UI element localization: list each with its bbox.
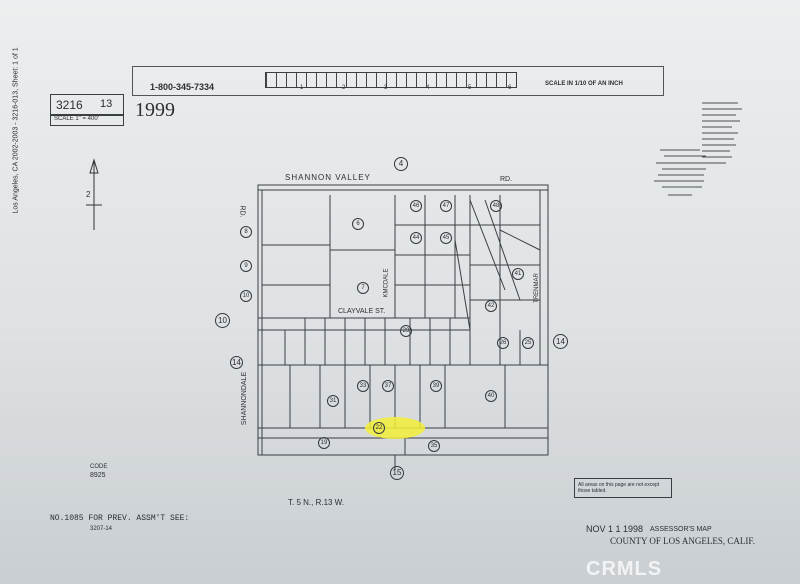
areas-note: All areas on this page are not except th… (578, 482, 660, 494)
scale-ruler (265, 72, 517, 88)
parcel-20: 19 (318, 437, 330, 449)
ruler-tick-6: 6 (508, 85, 512, 91)
scale-note: SCALE 1" = 400' (54, 116, 99, 122)
parcel-26: 26 (497, 337, 509, 349)
parcel-25: 25 (522, 337, 534, 349)
prev-assmt-text: NO.1085 FOR PREV. ASSM'T SEE: (50, 514, 190, 523)
county-title: COUNTY OF LOS ANGELES, CALIF. (610, 536, 755, 546)
street-rd-right: RD. (500, 176, 513, 183)
handwritten-notes-right (654, 102, 742, 196)
assessor-title: ASSESSOR'S MAP (650, 526, 712, 533)
parcel-46: 46 (410, 200, 422, 212)
block-number-left-mid: 10 (215, 313, 230, 328)
map-book-number: 3216 (56, 98, 83, 112)
street-trenmar: TRENMAR (533, 273, 540, 303)
header-ruler-box (132, 66, 664, 96)
block-number-top: 4 (394, 157, 408, 171)
watermark: CRMLS (586, 558, 663, 580)
map-book-divider (50, 114, 124, 116)
map-page-number: 13 (100, 98, 113, 110)
parcel-7: 7 (357, 282, 369, 294)
parcel-31: 31 (327, 395, 339, 407)
street-shannondale: SHANNONDALE (241, 371, 249, 426)
block-number-left-upper: 2 (86, 190, 91, 199)
block-number-right: 14 (553, 334, 568, 349)
code-value: 8925 (90, 472, 106, 479)
areas-note-box (574, 478, 672, 498)
parcel-45: 45 (440, 232, 452, 244)
parcel-42: 42 (485, 300, 497, 312)
parcel-29: 29 (400, 325, 412, 337)
parcel-6: 6 (352, 218, 364, 230)
street-shannon-valley: SHANNON VALLEY (285, 173, 371, 182)
parcel-40: 40 (485, 390, 497, 402)
year-label: 1999 (135, 99, 175, 121)
parcel-48: 48 (490, 200, 502, 212)
parcel-highlighted: 22 (373, 422, 385, 434)
parcel-47: 47 (440, 200, 452, 212)
north-arrow-icon (86, 158, 102, 230)
prev-assmt-ref: 3207-14 (90, 526, 113, 532)
code-label: CODE (90, 464, 108, 470)
street-kmcdale: KMCDALE (383, 268, 390, 298)
ruler-tick-5: 5 (468, 85, 472, 91)
parcel-33: 33 (357, 380, 369, 392)
parcel-39: 39 (430, 380, 442, 392)
ruler-tick-4: 4 (426, 85, 430, 91)
stamp-date: NOV 1 1 1998 (586, 524, 644, 534)
street-clayvale: CLAYVALE ST. (338, 308, 386, 315)
ruler-tick-2: 2 (342, 85, 346, 91)
parcel-35: 35 (428, 440, 440, 452)
parcel-44: 44 (410, 232, 422, 244)
parcel-10: 10 (240, 290, 252, 302)
block-number-bottom: 15 (390, 466, 404, 480)
scale-ruler-label: SCALE IN 1/10 OF AN INCH (545, 81, 623, 87)
map-book-box (50, 94, 124, 126)
parcel-41: 41 (512, 268, 524, 280)
parcel-8: 8 (240, 226, 252, 238)
parcel-9: 9 (240, 260, 252, 272)
ruler-tick-1: 1 (300, 85, 304, 91)
township-label: T. 5 N., R.13 W. (288, 498, 345, 507)
parcel-37: 37 (382, 380, 394, 392)
street-rd-left: RD. (238, 205, 246, 218)
block-number-left-low: 14 (230, 356, 243, 369)
phone-number: 1-800-345-7334 (150, 82, 215, 92)
ruler-tick-3: 3 (384, 85, 388, 91)
